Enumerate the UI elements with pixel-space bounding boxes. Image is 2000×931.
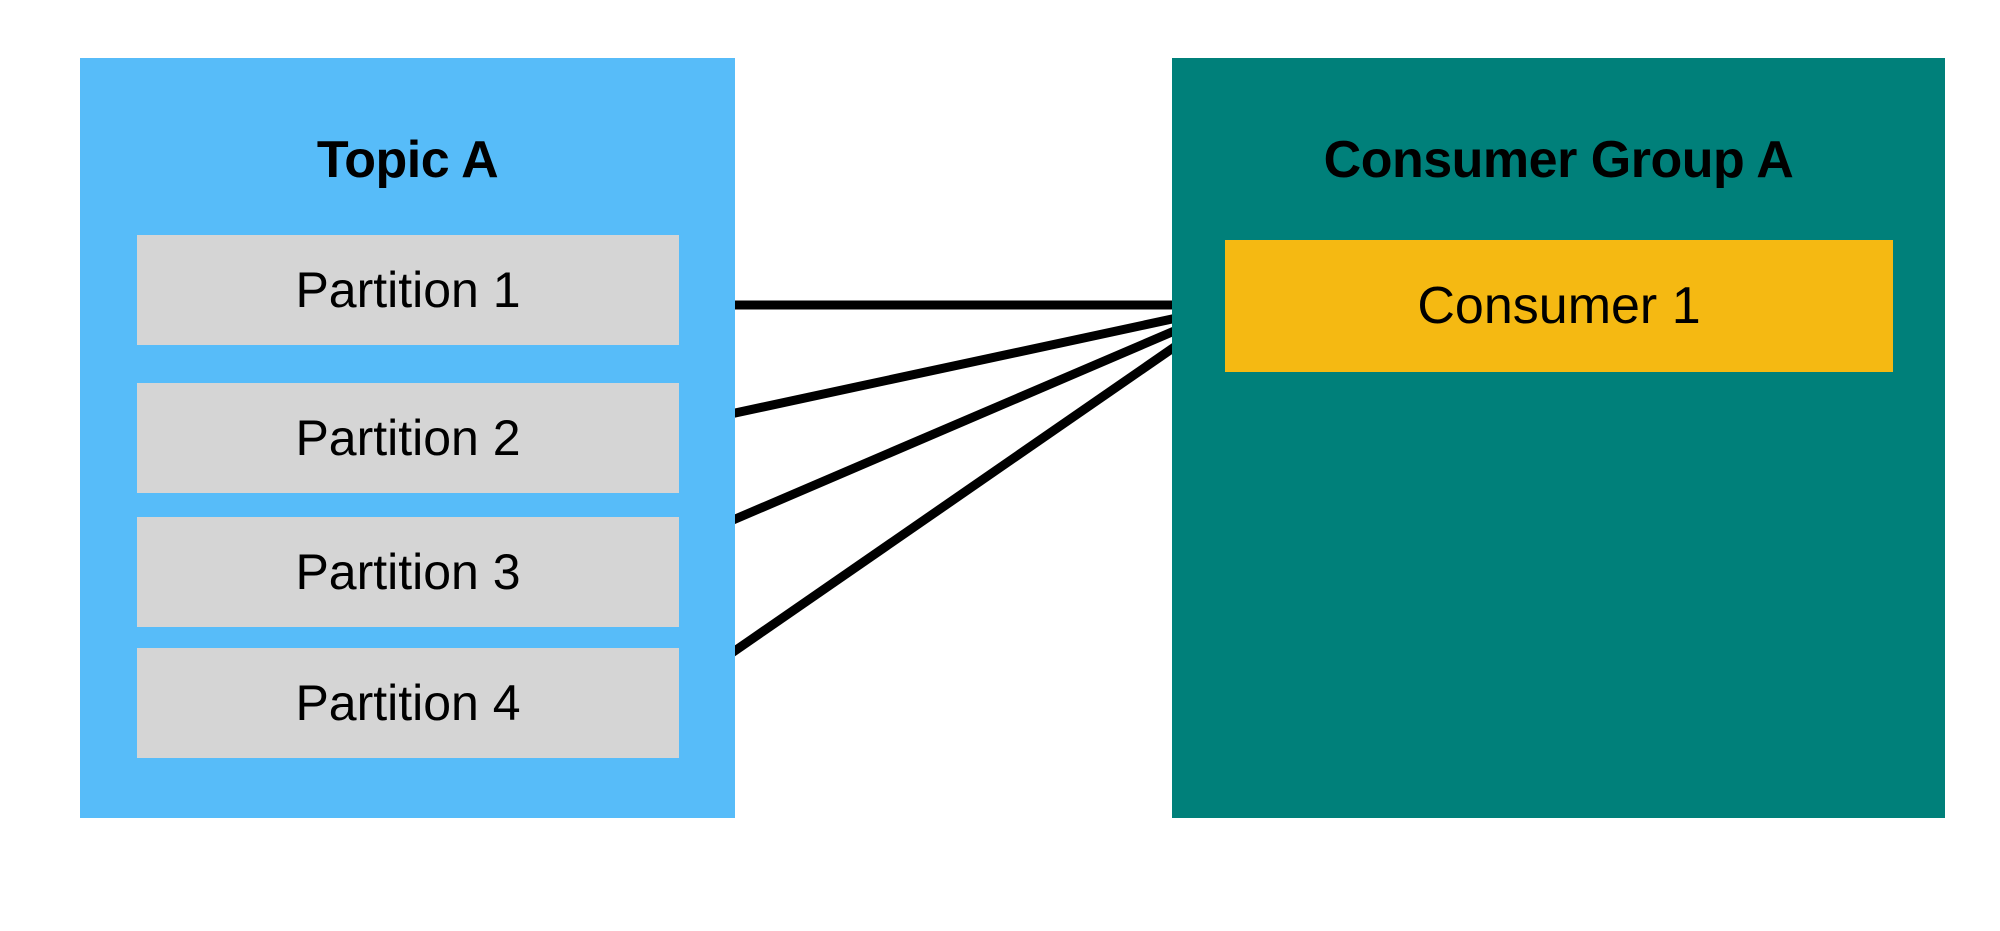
partition-label-3: Partition 3	[295, 544, 521, 600]
partition-label-4: Partition 4	[295, 675, 521, 731]
connector-partition-3-to-consumer-1	[682, 303, 1230, 546]
partition-box-1[interactable]: Partition 1	[137, 235, 679, 345]
topic-panel[interactable]: Topic A Partition 1 Partition 2 Partitio…	[80, 58, 735, 818]
partition-label-2: Partition 2	[295, 410, 521, 466]
partition-label-1: Partition 1	[295, 262, 521, 318]
partition-box-2[interactable]: Partition 2	[137, 383, 679, 493]
partition-box-3[interactable]: Partition 3	[137, 517, 679, 627]
consumer-group-title: Consumer Group A	[1323, 131, 1794, 189]
connector-partition-2-to-consumer-1	[683, 302, 1229, 429]
consumer-label-1: Consumer 1	[1417, 277, 1701, 335]
topic-title: Topic A	[316, 131, 499, 189]
connector-partition-4-to-consumer-1	[681, 306, 1231, 690]
consumer-box-1[interactable]: Consumer 1	[1225, 240, 1893, 372]
partition-box-4[interactable]: Partition 4	[137, 648, 679, 758]
consumer-group-panel[interactable]: Consumer Group A Consumer 1	[1172, 58, 1945, 818]
